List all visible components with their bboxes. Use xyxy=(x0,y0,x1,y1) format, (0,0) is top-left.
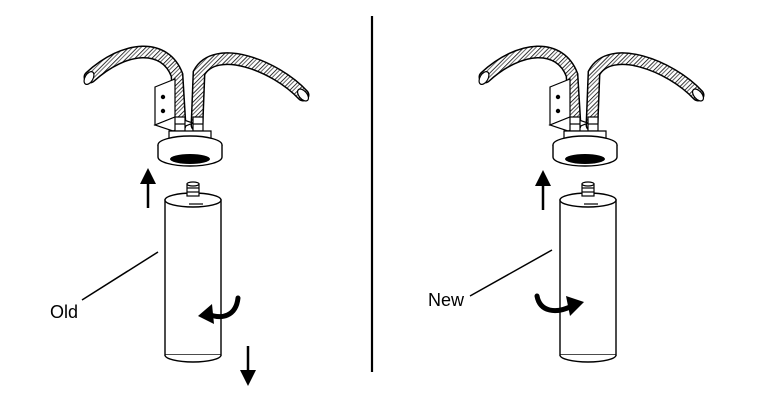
left-panel-old: Old xyxy=(50,52,311,386)
rotate-cw-arrow-icon xyxy=(534,293,584,316)
filter-head-left xyxy=(82,52,311,166)
old-leader-line xyxy=(81,251,159,301)
old-label: Old xyxy=(50,302,78,322)
new-cartridge xyxy=(559,181,617,363)
up-arrow-icon xyxy=(535,170,551,210)
new-label: New xyxy=(428,290,465,310)
new-leader-line xyxy=(469,249,553,297)
old-cartridge xyxy=(164,181,222,363)
right-panel-new: New xyxy=(428,52,706,363)
rotate-ccw-arrow-icon xyxy=(198,295,241,324)
filter-head-right xyxy=(477,52,706,166)
down-arrow-icon xyxy=(240,346,256,386)
up-arrow-icon xyxy=(140,168,156,208)
